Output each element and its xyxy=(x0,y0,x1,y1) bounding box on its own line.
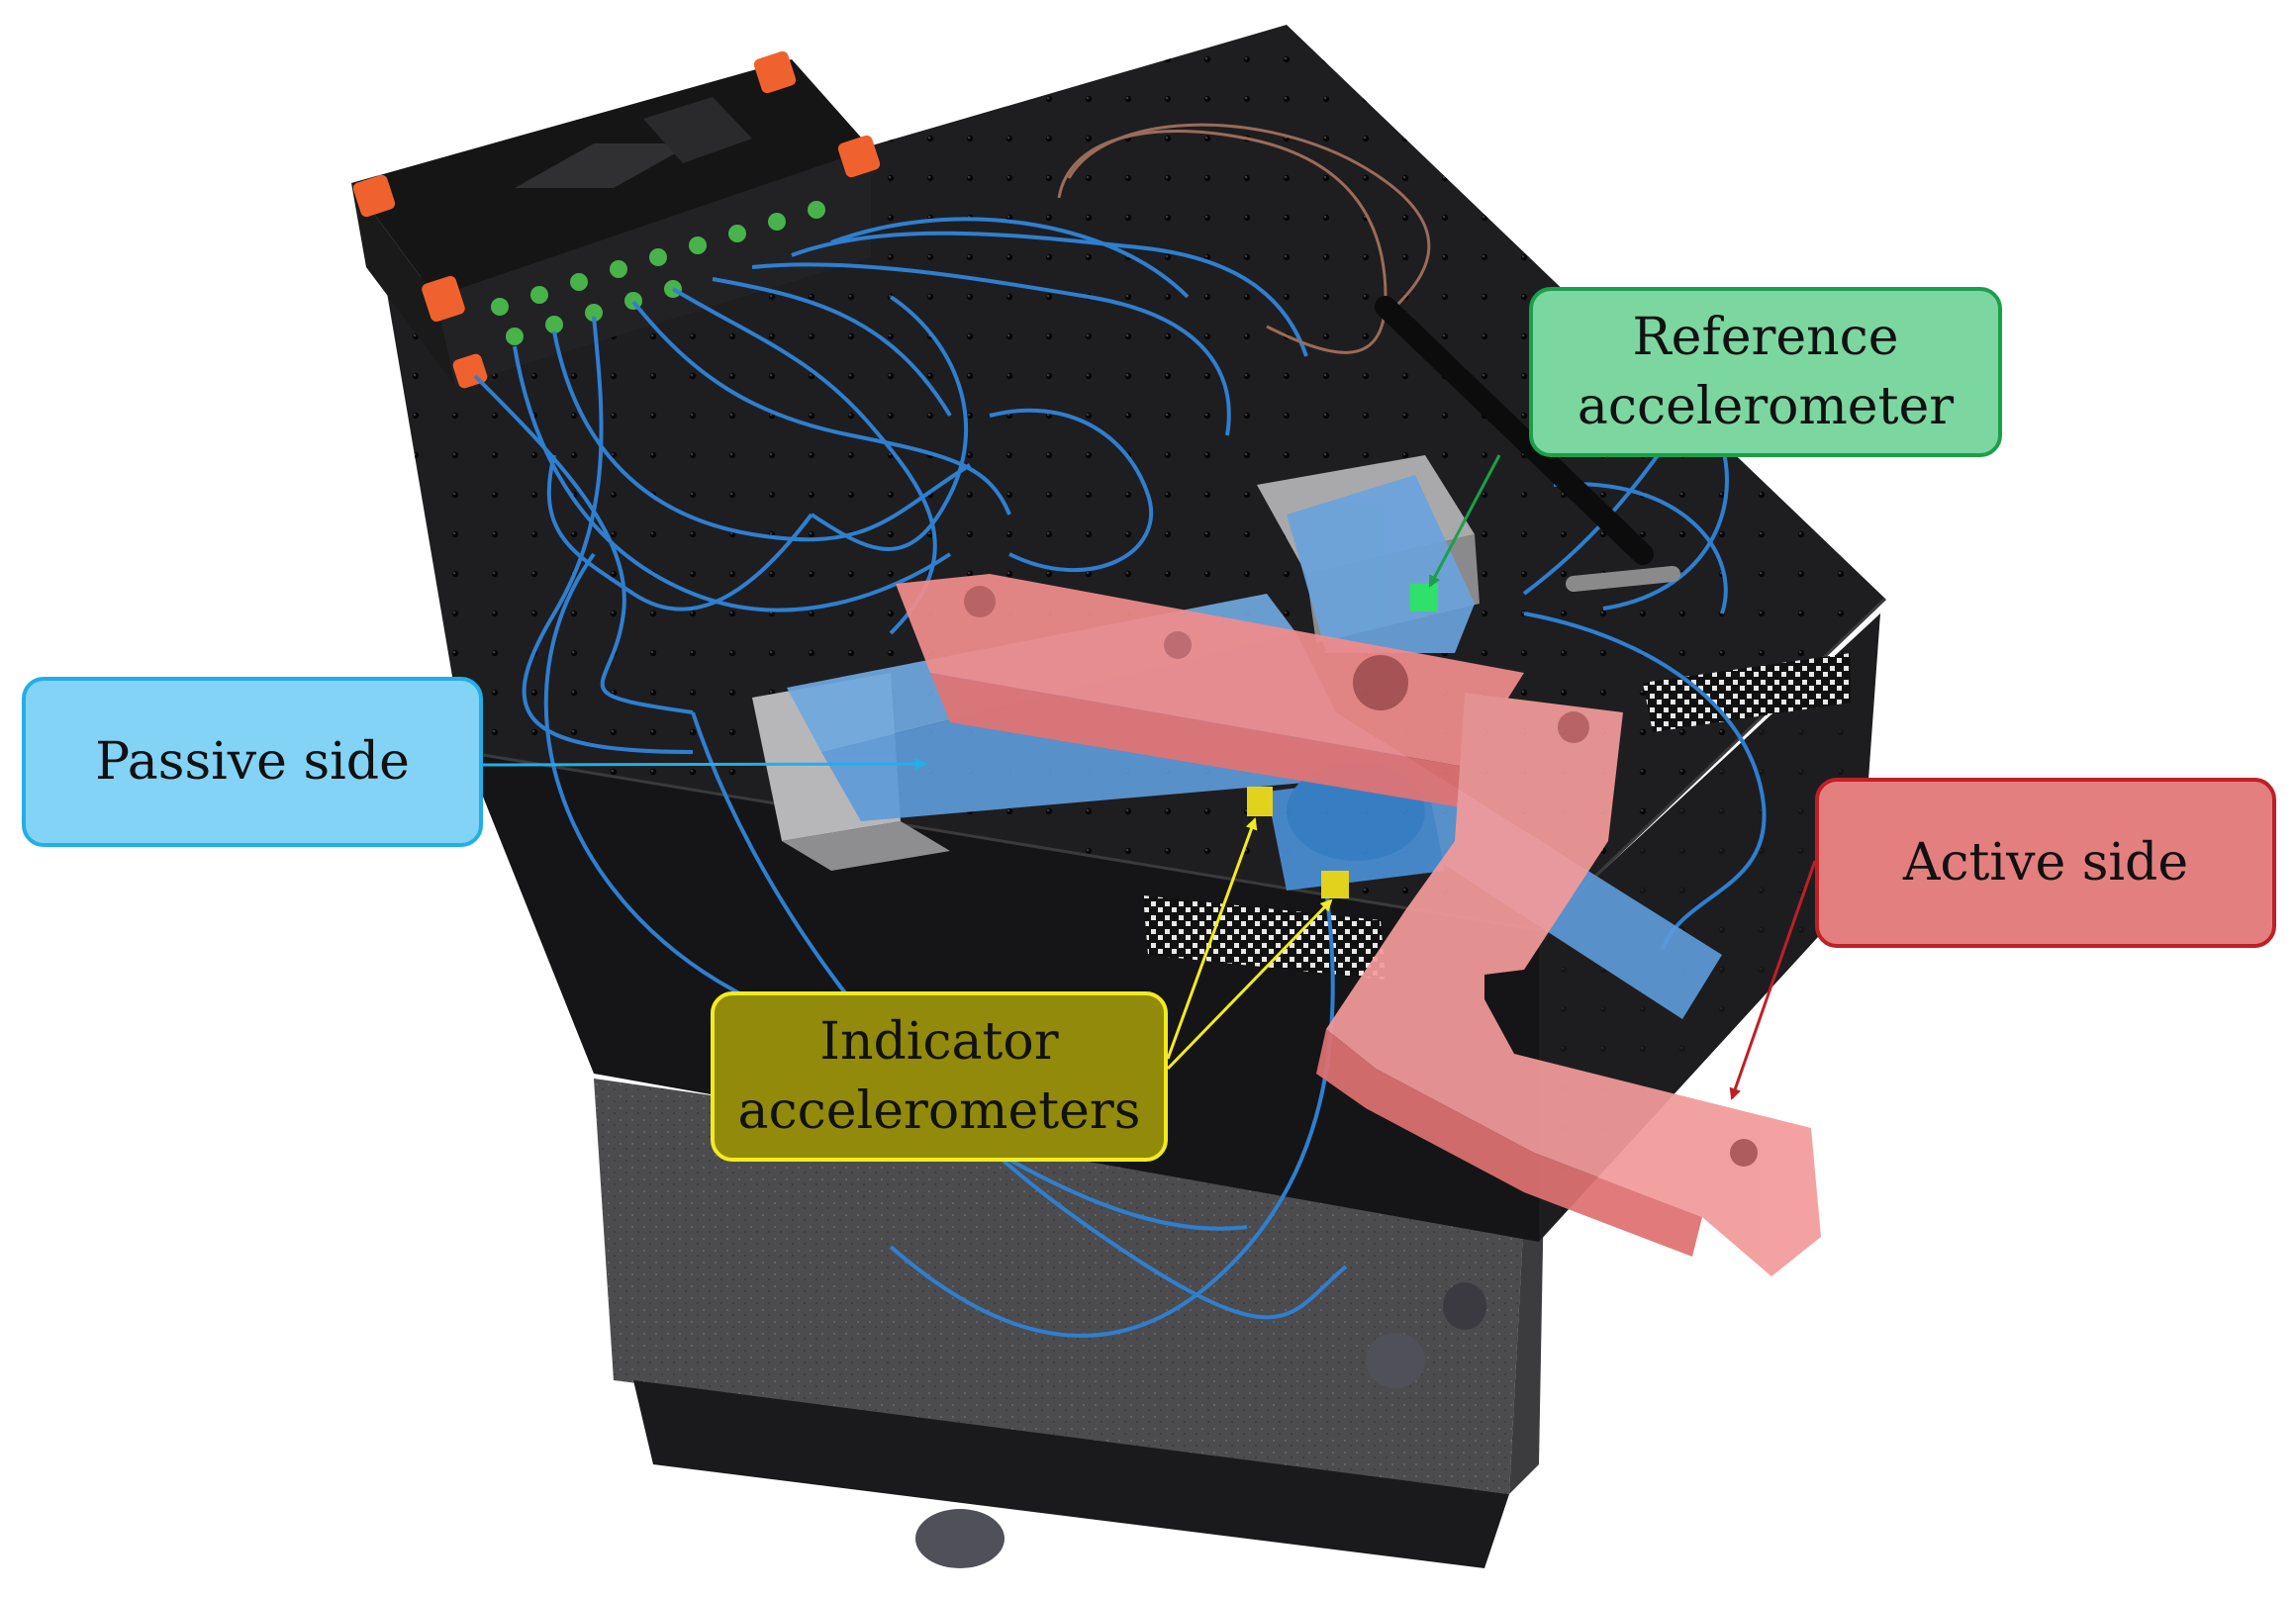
reference-accelerometer-callout: Reference accelerometer xyxy=(1529,287,2002,457)
sensor-cables xyxy=(473,217,1767,1338)
reference-callout-line-2: accelerometer xyxy=(1577,377,1955,436)
reference-callout-line-1: Reference xyxy=(1632,308,1899,367)
reference-arrow xyxy=(1428,454,1501,588)
copper-cable xyxy=(1057,123,1431,354)
active-arrow xyxy=(1729,860,1817,1100)
callout-arrows xyxy=(482,454,1817,1100)
active-side-part xyxy=(896,574,1821,1276)
caster-wheels xyxy=(915,1282,1486,1568)
passive-side-callout: Passive side xyxy=(22,677,483,847)
active-side-callout: Active side xyxy=(1815,778,2276,948)
indicator-arrow-1 xyxy=(1166,817,1258,1060)
reference-sensor-wand xyxy=(1375,296,1680,592)
passive-callout-label: Passive side xyxy=(95,732,410,792)
accelerometer-markers xyxy=(1247,584,1438,898)
indicator-callout-line-1: Indicator xyxy=(819,1012,1059,1072)
indicator-accelerometer-marker-2 xyxy=(1321,871,1349,898)
active-callout-label: Active side xyxy=(1902,833,2189,892)
reference-accelerometer-marker xyxy=(1410,584,1438,611)
indicator-arrow-2 xyxy=(1166,898,1333,1071)
indicator-callout-line-2: accelerometers xyxy=(737,1081,1141,1141)
daq-box xyxy=(351,50,881,389)
indicator-accelerometers-callout: Indicator accelerometers xyxy=(711,991,1168,1162)
passive-arrow xyxy=(482,758,927,771)
indicator-accelerometer-marker-1 xyxy=(1247,787,1273,816)
